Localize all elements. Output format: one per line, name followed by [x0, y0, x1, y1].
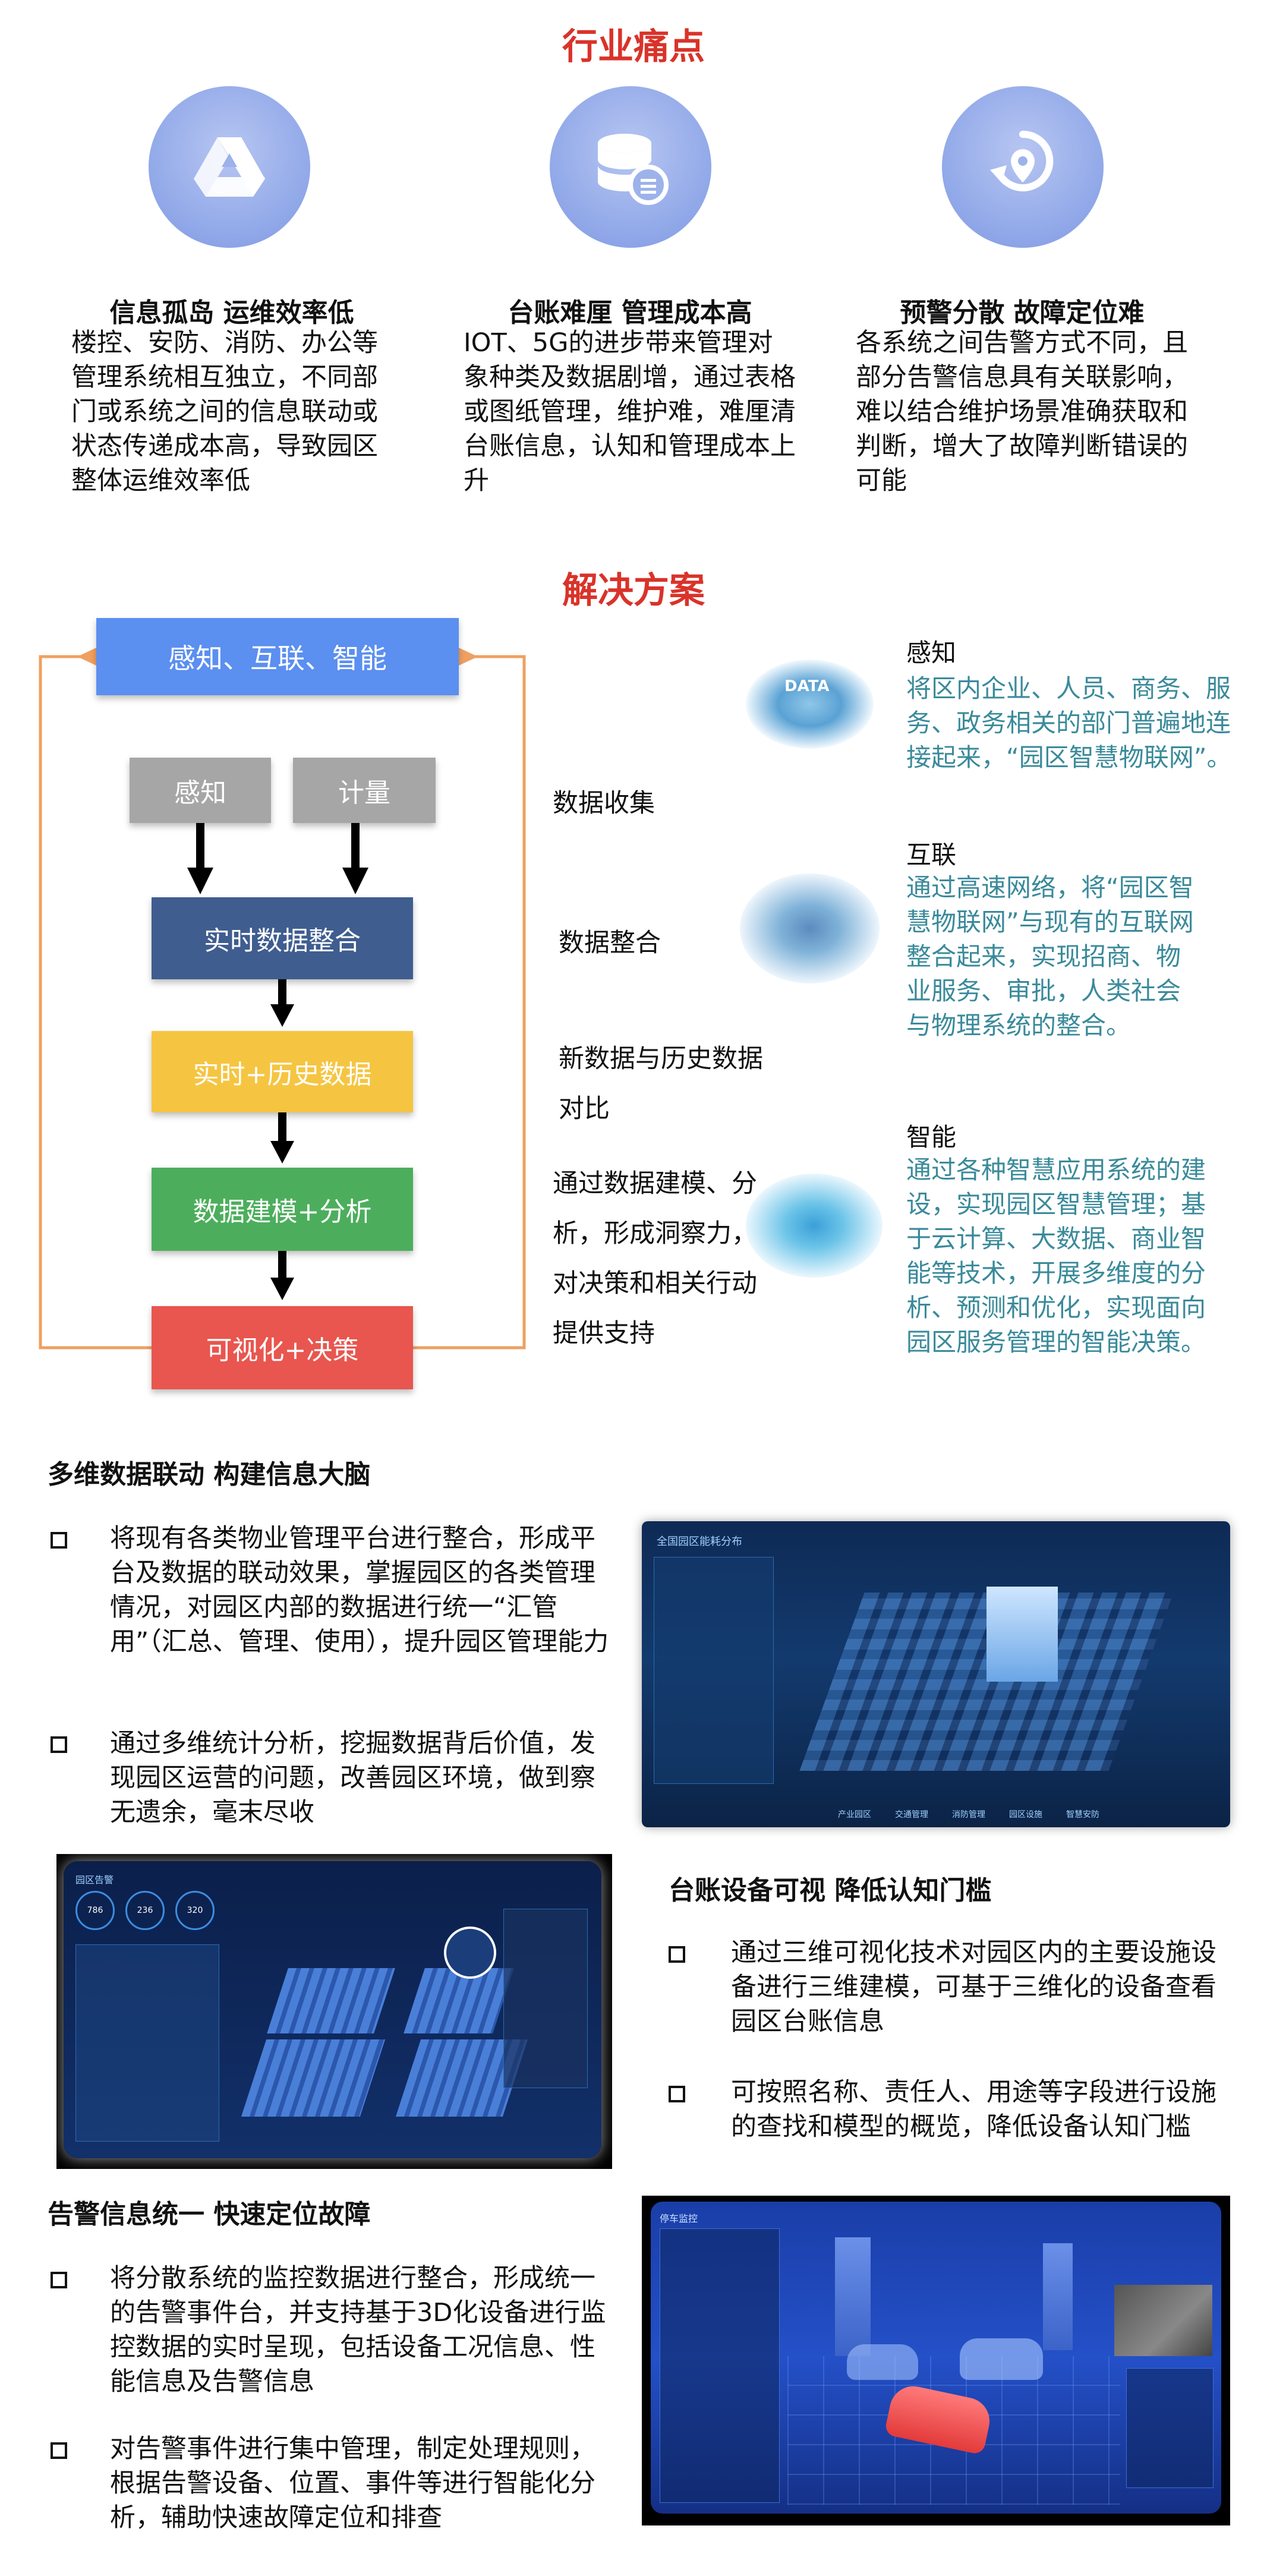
- warehouse-left-panel: [75, 1944, 219, 2142]
- right-heading-3: 智能: [906, 1123, 957, 1152]
- feature-3-bullet-1: 将分散系统的监控数据进行整合，形成统一的告警事件台，并支持基于3D化设备进行监控…: [110, 2263, 606, 2397]
- city-tab[interactable]: 消防管理: [952, 1810, 985, 1820]
- warehouse-block: [241, 2039, 386, 2117]
- warehouse-marker: [444, 1927, 496, 1979]
- warehouse-right-panel: [503, 1909, 588, 2088]
- parking-frame: 停车监控: [642, 2196, 1230, 2525]
- warehouse-title: 园区告警: [75, 1874, 114, 1886]
- smart-image: [746, 1174, 883, 1278]
- feature-heading-2: 台账设备可视 降低认知门槛: [669, 1875, 992, 1906]
- camera-feed: [1114, 2285, 1212, 2356]
- top-box: 感知、互联、智能: [96, 618, 459, 695]
- feedback-loop-lines: [39, 648, 526, 1350]
- feature-1-bullet-1: 将现有各类物业管理平台进行整合，形成平台及数据的联动效果，掌握园区的各类管理情况…: [110, 1524, 609, 1657]
- city-tab-bar: 产业园区 交通管理 消防管理 园区设施 智慧安防: [838, 1808, 1099, 1820]
- bullet-square: [51, 1736, 67, 1753]
- right-text-1: 将区内企业、人员、商务、服务、政务相关的部门普遍地连接起来，“园区智慧物联网”。: [906, 674, 1232, 772]
- bullet-square: [669, 2086, 685, 2102]
- pain-text-1: 楼控、安防、消防、办公等管理系统相互独立，不同部门或系统之间的信息联动或状态传递…: [71, 328, 378, 496]
- parking-right-panel: [1126, 2368, 1214, 2488]
- parking-left-panel: [660, 2228, 780, 2503]
- warehouse-frame: 园区告警 786 236 320: [56, 1854, 612, 2169]
- city-tab[interactable]: 产业园区: [838, 1810, 871, 1820]
- bullet-square: [51, 2442, 67, 2459]
- solution-section-title: 解决方案: [562, 570, 705, 611]
- parking-dashboard-image: 停车监控: [651, 2202, 1221, 2514]
- pain-heading-3: 预警分散 故障定位难: [900, 298, 1145, 328]
- right-text-2: 通过高速网络，将“园区智慧物联网”与现有的互联网整合起来，实现招商、物业服务、审…: [906, 873, 1194, 1040]
- mid-text-2: 数据整合: [559, 928, 661, 958]
- flow-box-3: 数据建模+分析: [152, 1168, 413, 1251]
- data-image: DATA: [746, 660, 874, 749]
- parked-car: [847, 2344, 918, 2380]
- city-tab[interactable]: 园区设施: [1009, 1810, 1042, 1820]
- pain-icon-circle-1: [149, 86, 310, 248]
- database-icon: [598, 134, 669, 205]
- warehouse-block: [404, 1968, 514, 2033]
- pain-heading-1: 信息孤岛 运维效率低: [109, 298, 354, 328]
- stat-ring: 236: [125, 1891, 165, 1930]
- feature-heading-3: 告警信息统一 快速定位故障: [48, 2199, 371, 2230]
- feature-2-bullet-1: 通过三维可视化技术对园区内的主要设施设备进行三维建模，可基于三维化的设备查看园区…: [731, 1938, 1216, 2036]
- city-dashboard-image: 全国园区能耗分布 产业园区 交通管理 消防管理 园区设施 智慧安防: [642, 1521, 1230, 1827]
- feature-2-bullet-2: 可按照名称、责任人、用途等字段进行设施的查找和模型的概览，降低设备认知门槛: [731, 2077, 1216, 2142]
- parked-car: [960, 2338, 1043, 2380]
- right-heading-1: 感知: [906, 638, 957, 667]
- city-tab[interactable]: 智慧安防: [1066, 1810, 1099, 1820]
- flow-box-2: 实时+历史数据: [152, 1031, 413, 1112]
- mid-text-4: 通过数据建模、分析，形成洞察力，对决策和相关行动提供支持: [553, 1169, 757, 1348]
- pain-section-title: 行业痛点: [562, 26, 705, 68]
- network-image: [740, 874, 880, 983]
- pain-icon-circle-3: [942, 86, 1104, 248]
- parking-pillar: [1043, 2243, 1073, 2350]
- sense-box: 感知: [130, 758, 271, 823]
- parking-pillar: [835, 2237, 871, 2356]
- warehouse-stats: 786 236 320: [75, 1891, 215, 1930]
- pain-text-2: IOT、5G的进步带来管理对象种类及数据剧增，通过表格或图纸管理，维护难，难厘清…: [464, 328, 796, 496]
- warehouse-dashboard-image: 园区告警 786 236 320: [64, 1861, 601, 2158]
- flow-box-1: 实时数据整合: [152, 897, 413, 979]
- feature-1-bullet-2: 通过多维统计分析，挖掘数据背后价值，发现园区运营的问题，改善园区环境，做到察无遗…: [110, 1729, 595, 1827]
- stat-ring: 786: [75, 1891, 115, 1930]
- bullet-square: [51, 2272, 67, 2288]
- warehouse-block: [267, 1968, 395, 2033]
- right-text-3: 通过各种智慧应用系统的建设，实现园区智慧管理；基于云计算、大数据、商业智能等技术…: [906, 1155, 1206, 1357]
- feature-heading-1: 多维数据联动 构建信息大脑: [48, 1459, 371, 1490]
- stat-ring: 320: [175, 1891, 215, 1930]
- feature-3-bullet-2: 对告警事件进行集中管理，制定处理规则，根据告警设备、位置、事件等进行智能化分析，…: [110, 2434, 595, 2533]
- bullet-square: [51, 1532, 67, 1549]
- city-tab[interactable]: 交通管理: [895, 1810, 928, 1820]
- pain-text-3: 各系统之间告警方式不同，且部分告警信息具有关联影响，难以结合维护场景准确获取和判…: [856, 328, 1188, 496]
- city-left-panel: [654, 1557, 774, 1784]
- mid-text-3: 新数据与历史数据对比: [559, 1044, 763, 1124]
- location-pin-icon: [990, 130, 1054, 191]
- city-dashboard-title: 全国园区能耗分布: [657, 1535, 742, 1548]
- measure-box: 计量: [293, 758, 436, 823]
- drive-triangle-icon: [194, 137, 265, 197]
- data-image-label: DATA: [784, 677, 830, 695]
- pain-heading-2: 台账难厘 管理成本高: [508, 298, 752, 328]
- right-heading-2: 互联: [906, 840, 957, 869]
- mid-text-1: 数据收集: [553, 789, 655, 818]
- parking-title: 停车监控: [660, 2213, 698, 2224]
- bullet-square: [669, 1946, 685, 1963]
- pain-icon-circle-2: [550, 86, 711, 248]
- flow-box-4: 可视化+决策: [152, 1306, 413, 1389]
- city-highlight-building: [987, 1587, 1058, 1682]
